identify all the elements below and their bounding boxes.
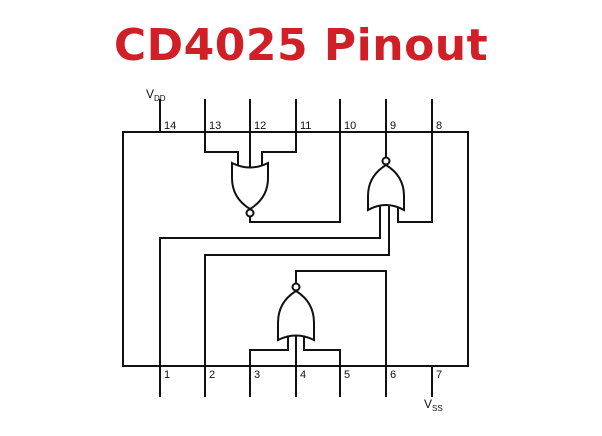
pin-label-12: 12 <box>254 120 266 132</box>
nor-gate-b-body <box>367 163 405 212</box>
nor-gate-a-body <box>231 161 269 211</box>
wire-pin11-to-gate-a <box>261 131 297 169</box>
pin-label-14: 14 <box>164 120 176 132</box>
nor-gate-b <box>159 131 433 367</box>
wire-pin13-to-gate-a <box>204 131 239 169</box>
pin-label-11: 11 <box>300 120 311 132</box>
bottom-pin-stubs <box>159 365 433 397</box>
nor-gate-c <box>249 270 387 367</box>
vdd-label: VDD <box>146 87 166 103</box>
top-pin-stubs <box>159 99 433 133</box>
nor-gate-b-bubble <box>381 156 391 166</box>
wire-gate-b-to-pin2 <box>204 205 390 367</box>
wire-pin5-to-gate-c <box>303 335 341 367</box>
pin-label-10: 10 <box>344 120 356 132</box>
wire-gate-c-to-pin6 <box>295 270 387 367</box>
pin-label-6: 6 <box>390 369 396 381</box>
nor-gate-c-bubble <box>291 282 301 292</box>
pin-label-2: 2 <box>209 369 215 381</box>
pin-label-3: 3 <box>254 369 260 381</box>
wire-pin3-to-gate-c <box>249 335 289 367</box>
page-title: CD4025 Pinout <box>113 20 489 71</box>
pin-label-8: 8 <box>436 120 442 132</box>
vss-label: VSS <box>424 397 443 413</box>
nor-gate-a-bubble <box>245 208 255 218</box>
pin-label-9: 9 <box>390 120 396 132</box>
pin-label-4: 4 <box>300 369 306 381</box>
wire-pin8-to-gate-b <box>397 131 433 223</box>
pin-label-5: 5 <box>344 369 350 381</box>
pin-label-13: 13 <box>209 120 221 132</box>
nor-gate-a <box>204 131 341 223</box>
nor-gate-c-body <box>277 289 315 342</box>
pin-label-7: 7 <box>436 369 442 381</box>
pin-label-1: 1 <box>164 369 170 381</box>
wire-gate-b-to-pin1 <box>159 205 381 367</box>
wire-gate-a-to-pin10 <box>249 131 341 223</box>
